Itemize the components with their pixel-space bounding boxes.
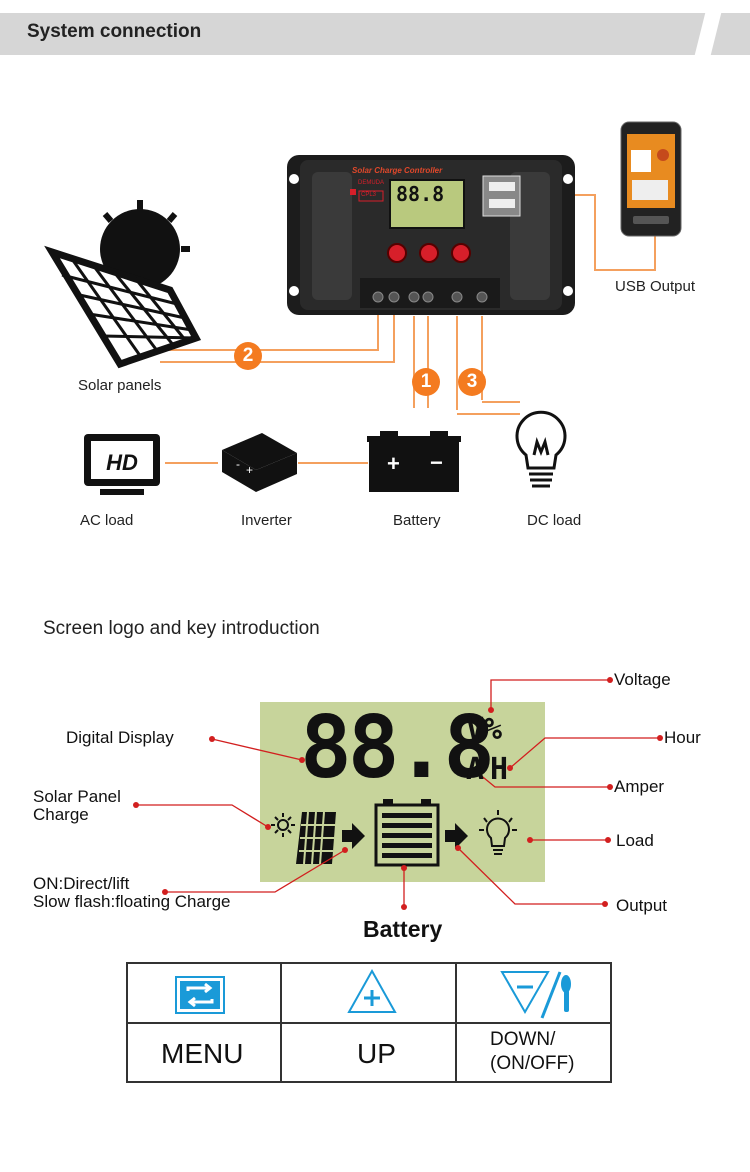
controller-title: Solar Charge Controller	[352, 166, 443, 175]
screen-section-title: Screen logo and key introduction	[43, 618, 320, 639]
battery-icon: + −	[367, 431, 461, 492]
up-key[interactable]: UP	[282, 1024, 455, 1081]
ac-load-label: AC load	[80, 512, 134, 529]
load-label: Load	[616, 831, 654, 850]
solar-panel-icon	[44, 200, 202, 369]
tv-icon: HD	[84, 434, 160, 495]
lcd-sun-icon	[271, 813, 295, 837]
charge-controller	[287, 155, 575, 315]
menu-key[interactable]: MENU	[128, 1024, 280, 1081]
lcd-battery-icon	[374, 799, 440, 867]
step-1-badge: 1	[412, 368, 440, 396]
leader-dots	[133, 677, 663, 910]
digital-display-label: Digital Display	[66, 728, 174, 747]
tv-hd-text: HD	[106, 450, 138, 475]
down-key-label: DOWN/ (ON/OFF)	[490, 1029, 575, 1074]
lcd-solar-panel-icon	[296, 811, 336, 865]
key-table: MENU UP DOWN/ (ON/OFF)	[126, 962, 612, 1083]
solar-panel-charge-label: Solar Panel Charge	[33, 787, 121, 824]
phone-icon	[620, 121, 682, 237]
step-2-badge: 2	[234, 342, 262, 370]
controller-brand: DEMUDA	[358, 180, 385, 186]
dc-load-label: DC load	[527, 512, 582, 529]
svg-text:+: +	[387, 451, 400, 476]
lcd-bulb-icon	[479, 810, 517, 855]
page-title: System connection	[27, 21, 202, 42]
svg-text:+: +	[246, 463, 253, 477]
lcd-units-bottom: AH	[466, 752, 515, 787]
lcd-battery-label: Battery	[363, 916, 443, 942]
lcd-digits: 88.8	[300, 698, 495, 798]
amper-label: Amper	[614, 777, 665, 796]
lcd-arrow-right-icon	[445, 823, 468, 849]
dc-load-bulb-icon	[515, 410, 567, 488]
key-row-divider	[128, 1022, 610, 1024]
menu-cycle-icon	[175, 976, 225, 1014]
lcd-arrow-left-icon	[342, 823, 365, 849]
svg-text:-: -	[236, 457, 240, 471]
voltage-label: Voltage	[614, 670, 671, 689]
down-onoff-icon	[500, 971, 571, 1019]
slow-flash-label: Slow flash:floating Charge	[33, 892, 231, 911]
leader-lines	[136, 679, 660, 907]
hour-label: Hour	[664, 728, 701, 747]
battery-label: Battery	[393, 512, 441, 529]
on-direct-label: ON:Direct/lift	[33, 874, 130, 893]
controller-lcd-digits: 88.8	[396, 182, 445, 206]
usb-output-label: USB Output	[615, 278, 696, 295]
down-onoff-key[interactable]: DOWN/ (ON/OFF)	[457, 1024, 610, 1081]
up-key-label: UP	[357, 1038, 396, 1069]
output-label: Output	[616, 896, 668, 915]
menu-key-label: MENU	[161, 1038, 244, 1069]
controller-model: CPL3	[361, 192, 377, 198]
solar-panels-label: Solar panels	[78, 377, 162, 394]
up-plus-triangle-icon	[347, 968, 397, 1013]
svg-text:−: −	[430, 450, 443, 475]
header-band	[0, 13, 750, 55]
inverter-label: Inverter	[241, 512, 292, 529]
step-3-badge: 3	[458, 368, 486, 396]
inverter-icon: - +	[222, 433, 297, 492]
lcd-units-top: V%	[466, 712, 503, 747]
